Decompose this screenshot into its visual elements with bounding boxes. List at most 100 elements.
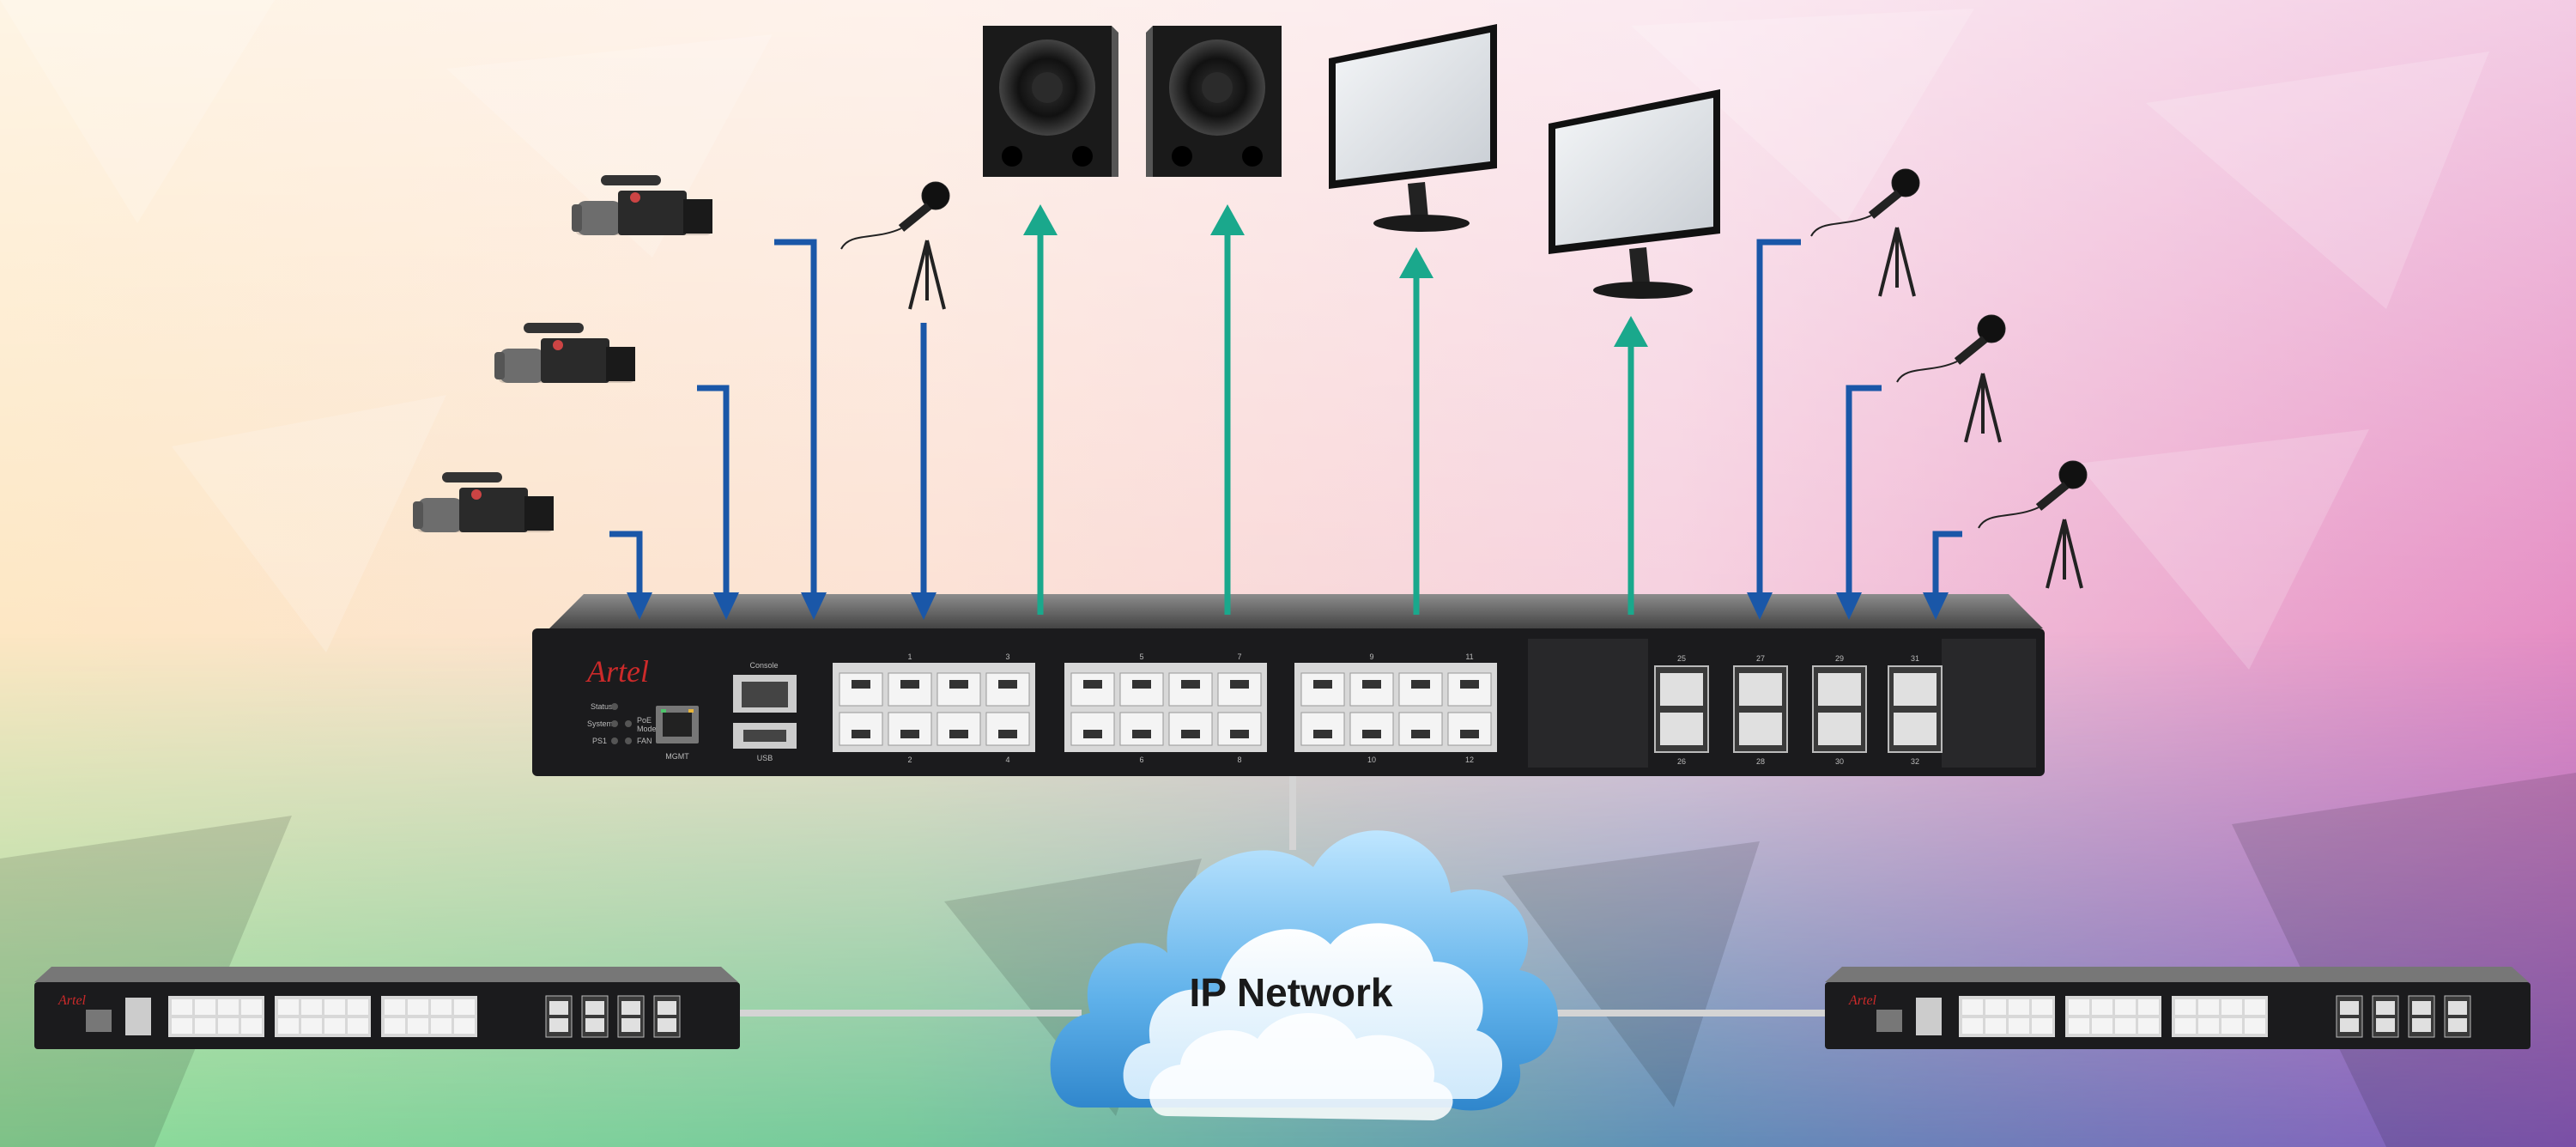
port-number-top: 1 (907, 652, 912, 661)
port-number-top: 5 (1139, 652, 1143, 661)
remote-sfp-slot (585, 1018, 604, 1032)
port-number-top: 11 (1465, 652, 1473, 661)
rj45-port (839, 712, 883, 746)
rj45-port-latch (1362, 730, 1381, 738)
remote-rj45-port (2092, 1018, 2112, 1034)
remote-mgmt-port (86, 1010, 112, 1032)
rj45-port-latch (1132, 680, 1151, 689)
remote-rj45-port (324, 1018, 345, 1034)
speaker-icon (983, 26, 1118, 177)
microphone-icon (840, 181, 950, 310)
status-label-r3: FAN (637, 737, 652, 745)
port-number-top: 7 (1237, 652, 1241, 661)
arrow-camera-2 (697, 385, 730, 601)
rj45-port (1300, 672, 1345, 707)
camera-icon (413, 472, 554, 532)
speakers (983, 26, 1282, 177)
switch-brand-logo: Artel (585, 654, 649, 689)
sfp-number-bottom: 26 (1677, 757, 1686, 766)
sfp-number-top: 27 (1756, 654, 1765, 663)
monitor-icon (1329, 24, 1497, 232)
rj45-port-latch (1411, 680, 1430, 689)
remote-rj45-port (241, 999, 262, 1015)
remote-rj45-port (278, 1018, 299, 1034)
rj45-port-latch (1460, 730, 1479, 738)
remote-rj45-port (2175, 1018, 2196, 1034)
output-arrowheads (1023, 204, 1648, 347)
rj45-port (985, 712, 1030, 746)
camera-icon (494, 323, 635, 383)
sfp-port (1660, 713, 1703, 745)
rj45-port-latch (1132, 730, 1151, 738)
remote-rj45-port (2245, 999, 2265, 1015)
remote-rj45-port (1962, 1018, 1983, 1034)
microphone-icon (1896, 314, 2006, 443)
remote-rj45-port (2009, 999, 2029, 1015)
rj45-port-latch (998, 730, 1017, 738)
status-label-r1: PoE (637, 716, 652, 725)
console-usb-ports: Console USB (733, 661, 797, 762)
rj45-port-latch (1460, 680, 1479, 689)
port-number-bottom: 4 (1005, 756, 1009, 764)
remote-switch-right: Artel (1825, 967, 2531, 1049)
rj45-port-latch (1362, 680, 1381, 689)
cameras (413, 175, 712, 532)
remote-rj45-port (2009, 1018, 2029, 1034)
sfp-port (1818, 713, 1861, 745)
remote-sfp-slot (2448, 1001, 2467, 1015)
rj45-port-latch (1181, 730, 1200, 738)
remote-rj45-port (2175, 999, 2196, 1015)
sfp-number-bottom: 30 (1835, 757, 1844, 766)
sfp-number-top: 31 (1911, 654, 1919, 663)
port-number-bottom: 8 (1237, 756, 1241, 764)
remote-rj45-port (301, 1018, 322, 1034)
output-arrows (1037, 223, 1634, 615)
rj45-port (1447, 712, 1492, 746)
arrow-mic-2 (1756, 239, 1801, 601)
rj45-port (1300, 712, 1345, 746)
rj45-port-latch (900, 730, 919, 738)
remote-sfp-slot (2412, 1018, 2431, 1032)
arrow-mic-4 (1932, 531, 1962, 601)
remote-rj45-port (2032, 999, 2052, 1015)
remote-rj45-port (195, 999, 215, 1015)
ip-network-cloud: IP Network (1050, 830, 1558, 1120)
remote-switch-brand: Artel (1848, 993, 1877, 1008)
remote-rj45-port (241, 1018, 262, 1034)
remote-rj45-port (2115, 999, 2136, 1015)
rj45-port-latch (900, 680, 919, 689)
arrow-mic-3 (1846, 385, 1882, 601)
rj45-port (985, 672, 1030, 707)
status-label-2: System (587, 719, 613, 728)
remote-rj45-port (1985, 1018, 2006, 1034)
remote-mgmt-port (1876, 1010, 1902, 1032)
status-label-1: Status (591, 702, 613, 711)
remote-sfp-slot (658, 1001, 676, 1015)
remote-rj45-port (454, 1018, 475, 1034)
port-number-bottom: 2 (907, 756, 912, 764)
remote-rj45-port (2069, 999, 2089, 1015)
remote-rj45-port (2138, 999, 2159, 1015)
input-arrowheads (627, 592, 1949, 620)
remote-rj45-port (2221, 999, 2242, 1015)
port-number-bottom: 10 (1367, 756, 1376, 764)
rj45-port-latch (1230, 730, 1249, 738)
sfp-number-bottom: 32 (1911, 757, 1919, 766)
remote-rj45-port (2198, 999, 2219, 1015)
rj45-port (1447, 672, 1492, 707)
input-arrows (609, 239, 1962, 601)
remote-sfp-slot (621, 1018, 640, 1032)
sfp-port (1739, 713, 1782, 745)
remote-rj45-port (278, 999, 299, 1015)
remote-rj45-port (385, 999, 405, 1015)
remote-sfp-slot (2412, 1001, 2431, 1015)
rj45-port (1349, 712, 1394, 746)
remote-rj45-port (2221, 1018, 2242, 1034)
remote-rj45-port (454, 999, 475, 1015)
remote-sfp-slot (2340, 1018, 2359, 1032)
remote-rj45-port (348, 1018, 368, 1034)
remote-rj45-port (172, 999, 192, 1015)
port-number-bottom: 12 (1465, 756, 1474, 764)
remote-rj45-port (1962, 999, 1983, 1015)
